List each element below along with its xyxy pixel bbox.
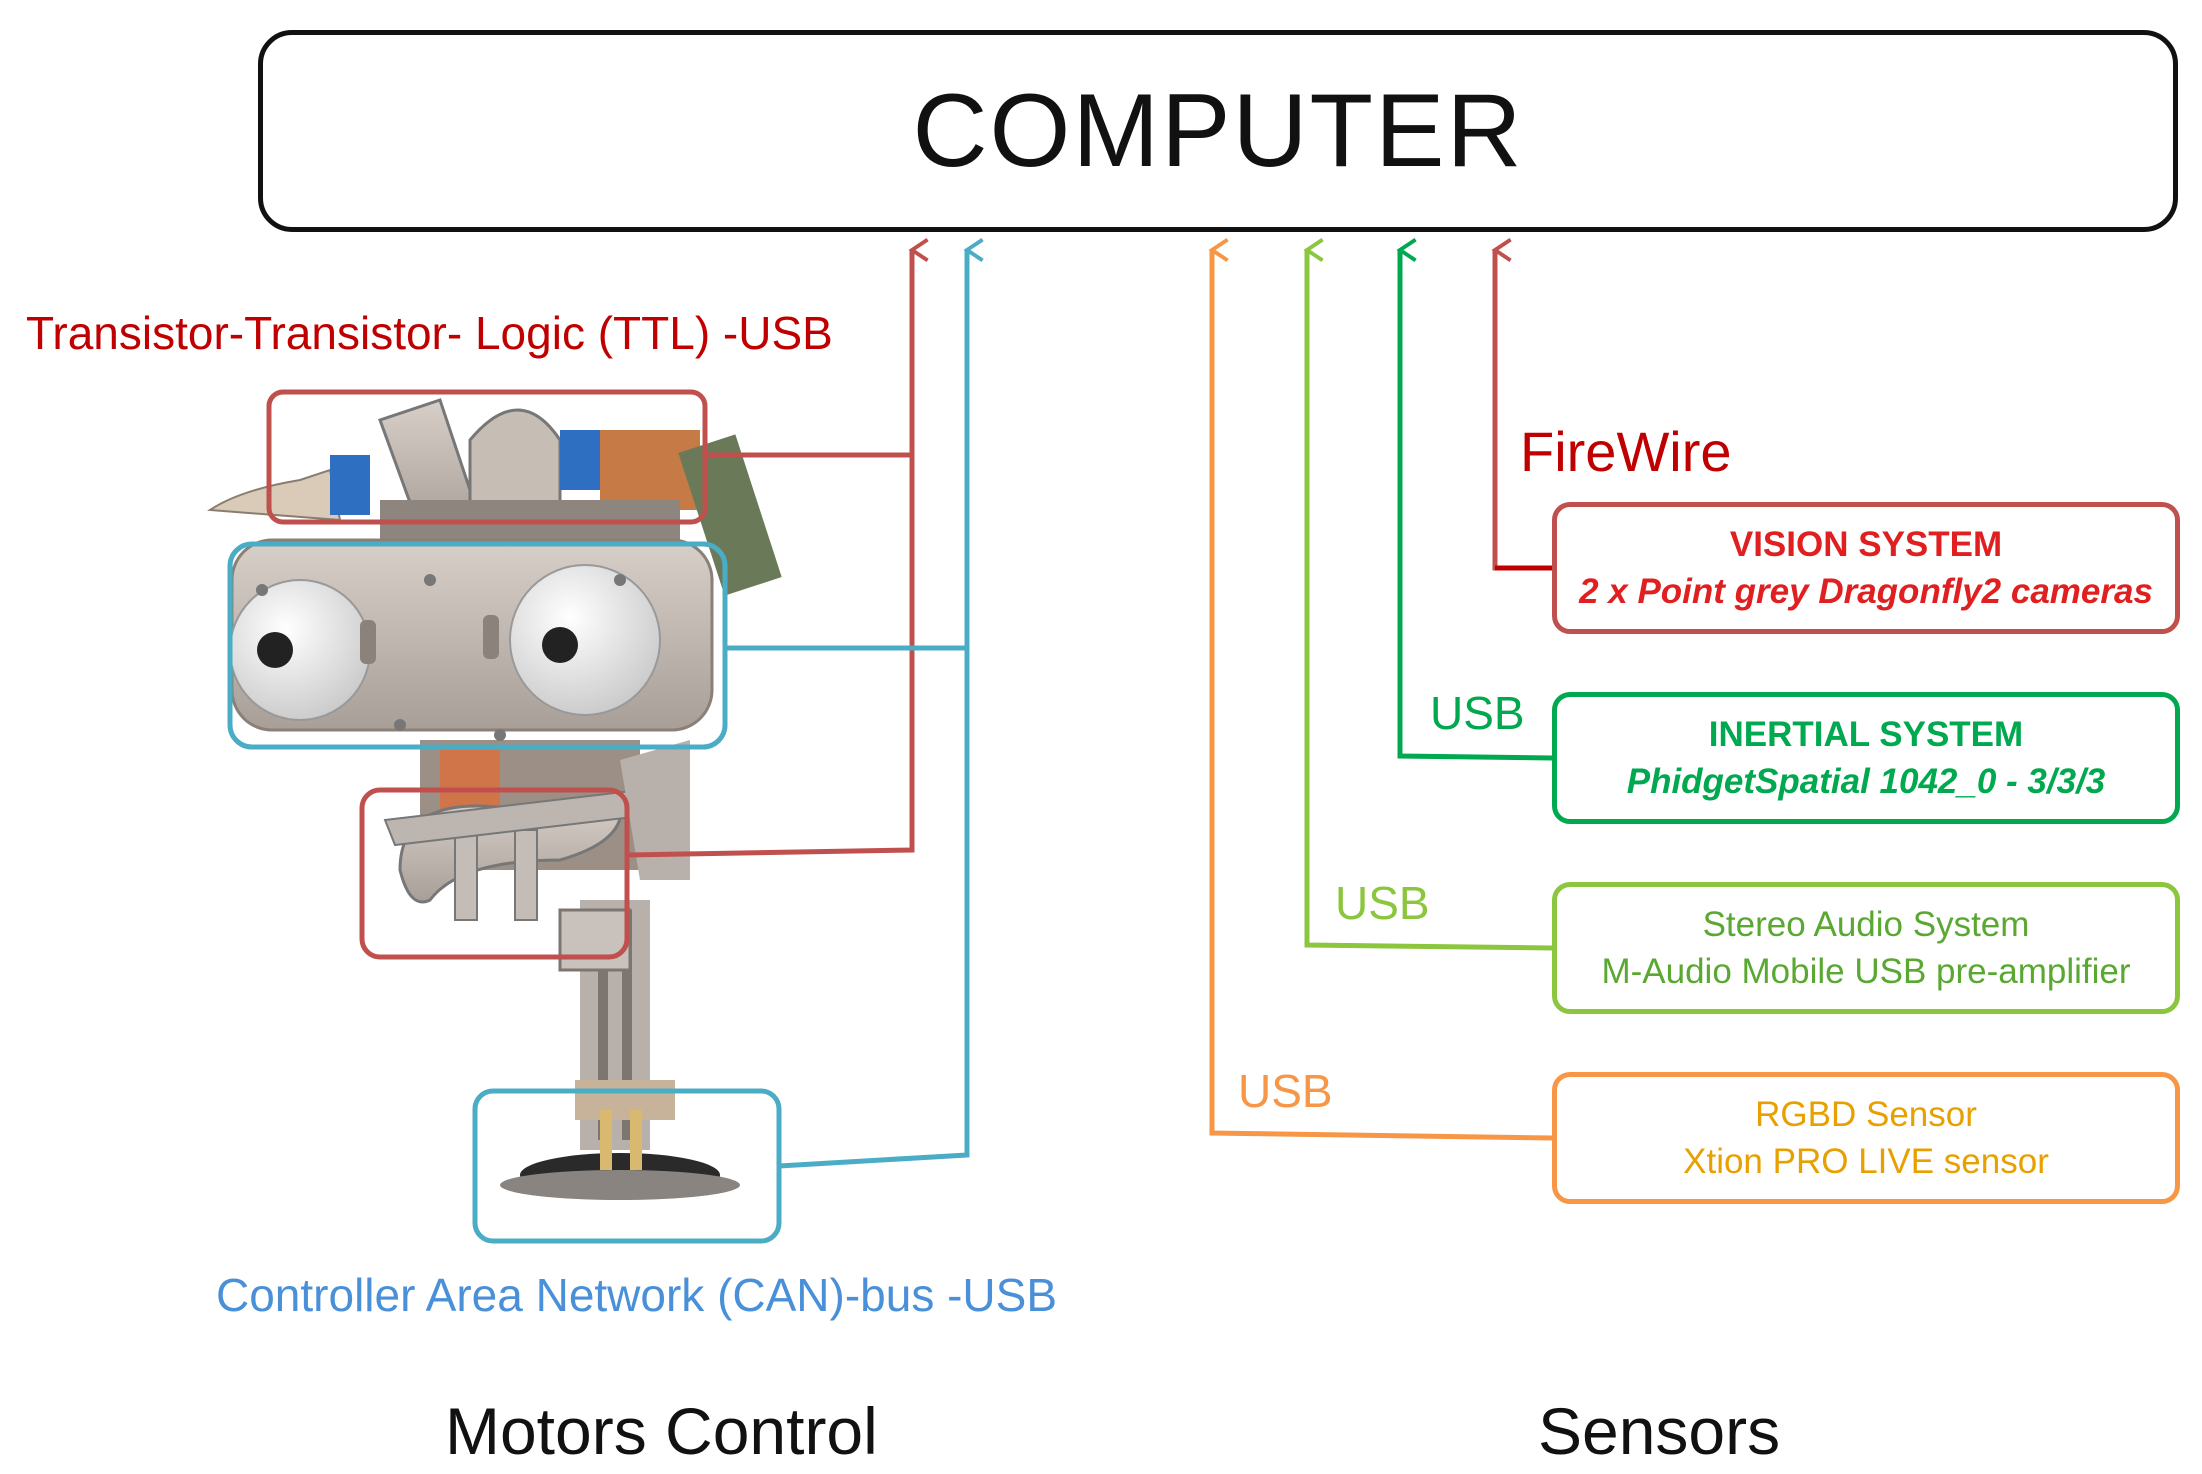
computer-label: COMPUTER (912, 72, 1524, 189)
rgbd-connection-line (1208, 237, 1553, 1141)
audio-usb-label: USB (1335, 877, 1430, 929)
rgbd-sensor-box: RGBD Sensor Xtion PRO LIVE sensor (1552, 1072, 2180, 1204)
inertial-connection-line (1396, 237, 1553, 761)
stereo-audio-title: Stereo Audio System (1702, 904, 2030, 944)
ttl-usb-label: Transistor-Transistor- Logic (TTL) -USB (26, 307, 833, 359)
firewire-label: FireWire (1520, 420, 1732, 483)
vision-system-title: VISION SYSTEM (1729, 524, 2003, 564)
computer-box: COMPUTER (258, 30, 2178, 232)
rgbd-sensor-subtitle: Xtion PRO LIVE sensor (1683, 1142, 2049, 1181)
firewire-connection-line (1491, 237, 1552, 571)
inertial-system-title: INERTIAL SYSTEM (1708, 714, 2024, 754)
vision-system-box: VISION SYSTEM 2 x Point grey Dragonfly2 … (1552, 502, 2180, 634)
can-bus-usb-label: Controller Area Network (CAN)-bus -USB (216, 1269, 1058, 1321)
robot-head-illustration (207, 398, 782, 1200)
vision-system-subtitle: 2 x Point grey Dragonfly2 cameras (1579, 572, 2153, 611)
rgbd-usb-label: USB (1238, 1065, 1333, 1117)
rgbd-sensor-title: RGBD Sensor (1755, 1094, 1977, 1134)
audio-connection-line (1303, 237, 1553, 951)
inertial-system-subtitle: PhidgetSpatial 1042_0 - 3/3/3 (1626, 762, 2106, 801)
ttl-jaw-connection-line (626, 455, 915, 858)
ttl-jaw-box (359, 787, 630, 960)
stereo-audio-box: Stereo Audio System M-Audio Mobile USB p… (1552, 882, 2180, 1014)
motors-control-title: Motors Control (445, 1394, 878, 1468)
can-neck-connection-line (778, 648, 970, 1169)
stereo-audio-subtitle: M-Audio Mobile USB pre-amplifier (1601, 952, 2131, 991)
inertial-usb-label: USB (1430, 687, 1525, 739)
inertial-system-box: INERTIAL SYSTEM PhidgetSpatial 1042_0 - … (1552, 692, 2180, 824)
sensors-title: Sensors (1538, 1394, 1781, 1468)
